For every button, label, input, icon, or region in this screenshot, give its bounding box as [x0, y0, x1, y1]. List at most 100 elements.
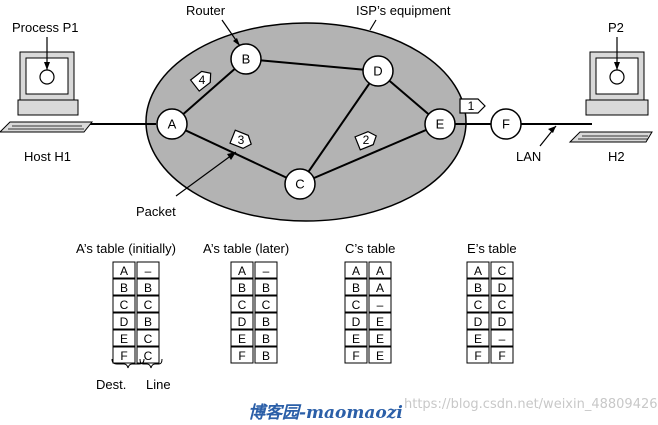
table-cell-dest: A	[120, 264, 128, 278]
table-cell-line: D	[498, 281, 507, 295]
table-cell-dest: B	[474, 281, 482, 295]
line-label: Line	[146, 377, 171, 392]
table-cell-dest: B	[238, 281, 246, 295]
table-cell-box	[254, 261, 278, 279]
table-cell-box	[112, 278, 136, 296]
pointer-packet	[175, 151, 237, 197]
packet-3: 3	[229, 129, 252, 150]
table-cell-box	[136, 346, 160, 364]
table-cell-line: F	[498, 349, 505, 363]
table-cell-box	[136, 278, 160, 296]
table-cell-box	[466, 329, 490, 347]
table-cell-line: B	[144, 281, 152, 295]
table-cell-box	[368, 278, 392, 296]
table-title: E’s table	[467, 241, 517, 256]
link-c-e	[299, 123, 441, 185]
link-d-c	[299, 70, 379, 185]
table-cell-box	[490, 295, 514, 313]
table-cell-dest: C	[120, 298, 129, 312]
table-cell-line: C	[498, 264, 507, 278]
router-d-label: D	[373, 64, 382, 79]
table-cell-line: B	[262, 281, 270, 295]
router-d: D	[362, 55, 394, 87]
table-cell-dest: D	[352, 315, 361, 329]
table-cell-dest: C	[474, 298, 483, 312]
table-cell-dest: B	[352, 281, 360, 295]
table-cell-box	[466, 278, 490, 296]
packet-1-label: 1	[468, 99, 475, 113]
column-labels: Dest. Line	[96, 358, 171, 392]
table-cell-box	[230, 346, 254, 364]
table-cell-dest: E	[238, 332, 246, 346]
table-cell-box	[490, 312, 514, 330]
router-a: A	[156, 108, 188, 140]
h2-label: H2	[608, 149, 625, 164]
host-h1-computer-icon	[0, 51, 94, 133]
watermark-text: https://blog.csdn.net/weixin_48809426	[404, 397, 658, 412]
packet-3-label: 3	[238, 133, 245, 147]
table-cell-dest: D	[474, 315, 483, 329]
table-cell-box	[490, 261, 514, 279]
router-b-label: B	[242, 52, 251, 67]
router-f-label: F	[502, 117, 510, 132]
line-brace	[139, 358, 163, 369]
router-e: E	[424, 108, 456, 140]
table-cell-dest: E	[352, 332, 360, 346]
table-cell-dest: D	[120, 315, 129, 329]
table-cell-box	[254, 312, 278, 330]
table-cell-dest: A	[474, 264, 482, 278]
router-f: F	[490, 108, 522, 140]
signature-text: 博客园-maomaozi	[248, 403, 403, 423]
table-cell-box	[230, 278, 254, 296]
table-cell-box	[368, 329, 392, 347]
packet-4-label: 4	[199, 73, 206, 87]
table-cell-box	[254, 278, 278, 296]
table-cell-box	[368, 261, 392, 279]
table-cell-line: C	[498, 298, 507, 312]
table-cell-dest: A	[352, 264, 360, 278]
table-cell-box	[368, 346, 392, 364]
router-a-label: A	[168, 117, 177, 132]
table-cell-box	[490, 346, 514, 364]
table-cell-box	[254, 346, 278, 364]
table-cell-box	[254, 329, 278, 347]
table-cell-box	[112, 329, 136, 347]
router-c-label: C	[295, 177, 304, 192]
table-cell-box	[344, 278, 368, 296]
table-cell-dest: C	[238, 298, 247, 312]
table-title: C’s table	[345, 241, 395, 256]
table-cell-line: C	[144, 349, 153, 363]
link-a-b	[171, 58, 247, 125]
table-cell-box	[490, 278, 514, 296]
link-a-c	[171, 123, 301, 185]
table-cell-dest: B	[120, 281, 128, 295]
table-cell-box	[112, 312, 136, 330]
router-c: C	[284, 168, 316, 200]
table-cell-box	[344, 329, 368, 347]
packet-4: 4	[189, 70, 212, 92]
table-cell-box	[344, 312, 368, 330]
table-cell-box	[136, 329, 160, 347]
table-cell-box	[368, 295, 392, 313]
link-b-d	[245, 58, 379, 72]
table-cell-dest: F	[474, 349, 481, 363]
table-cell-box	[344, 295, 368, 313]
table-cell-line: A	[376, 264, 384, 278]
process-p1-label: Process P1	[12, 20, 78, 35]
table-cell-box	[112, 346, 136, 364]
table-cell-line: B	[144, 315, 152, 329]
table-cell-dest: E	[474, 332, 482, 346]
lan-label: LAN	[516, 149, 541, 164]
table-cell-box	[344, 261, 368, 279]
table-cell-box	[230, 261, 254, 279]
packet-2: 2	[354, 130, 377, 151]
pointer-isp	[369, 19, 377, 31]
isp-label: ISP’s equipment	[356, 3, 451, 18]
table-cell-line: C	[144, 332, 153, 346]
pointer-lines	[44, 19, 620, 197]
table-cell-dest: E	[120, 332, 128, 346]
